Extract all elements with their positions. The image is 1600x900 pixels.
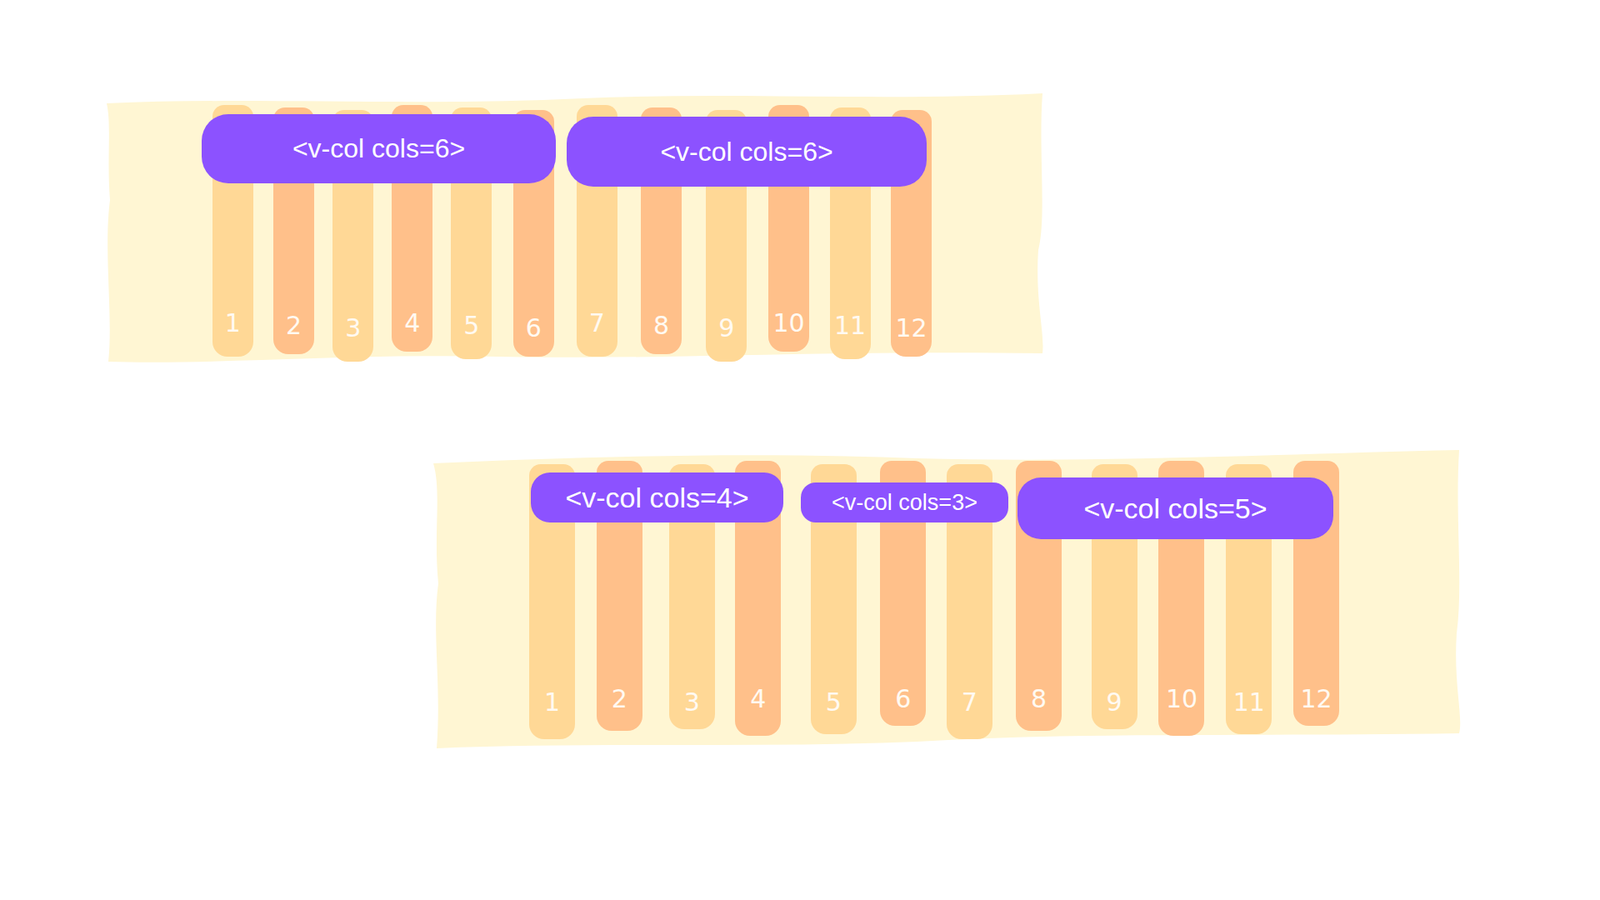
- column-number: 2: [265, 310, 323, 340]
- column-number: 3: [324, 313, 382, 343]
- v-col-pill: <v-col cols=6>: [566, 116, 927, 187]
- pill-label: <v-col cols=3>: [831, 490, 978, 516]
- column-number: 4: [726, 684, 790, 714]
- column-number: 8: [632, 310, 690, 340]
- column-number: 1: [520, 687, 584, 717]
- column-number: 1: [204, 308, 262, 338]
- column-number: 5: [442, 310, 500, 340]
- column-number: 12: [882, 313, 940, 343]
- column-number: 6: [505, 313, 563, 343]
- column-number: 5: [802, 687, 865, 717]
- column-number: 7: [938, 687, 1001, 717]
- v-col-pill: <v-col cols=6>: [201, 114, 556, 184]
- v-col-pill: <v-col cols=3>: [800, 482, 1009, 523]
- pill-label: <v-col cols=6>: [292, 133, 465, 165]
- column-number: 7: [568, 308, 626, 338]
- v-col-pill: <v-col cols=4>: [530, 472, 784, 523]
- column-number: 9: [697, 313, 755, 343]
- column-number: 10: [760, 308, 818, 338]
- grid-panel: [433, 450, 1460, 749]
- pill-label: <v-col cols=4>: [565, 481, 749, 515]
- column-number: 4: [383, 308, 441, 338]
- column-number: 11: [1217, 687, 1280, 717]
- v-col-pill: <v-col cols=5>: [1017, 477, 1334, 540]
- column-number: 8: [1007, 684, 1070, 714]
- column-number: 11: [821, 310, 880, 340]
- grid-panel: [106, 93, 1043, 363]
- pill-label: <v-col cols=6>: [660, 136, 833, 168]
- column-number: 2: [588, 684, 651, 714]
- column-number: 10: [1150, 684, 1213, 714]
- column-number: 3: [660, 687, 724, 717]
- column-number: 12: [1285, 684, 1348, 714]
- column-number: 6: [871, 684, 935, 714]
- column-number: 9: [1083, 687, 1146, 717]
- pill-label: <v-col cols=5>: [1083, 492, 1267, 525]
